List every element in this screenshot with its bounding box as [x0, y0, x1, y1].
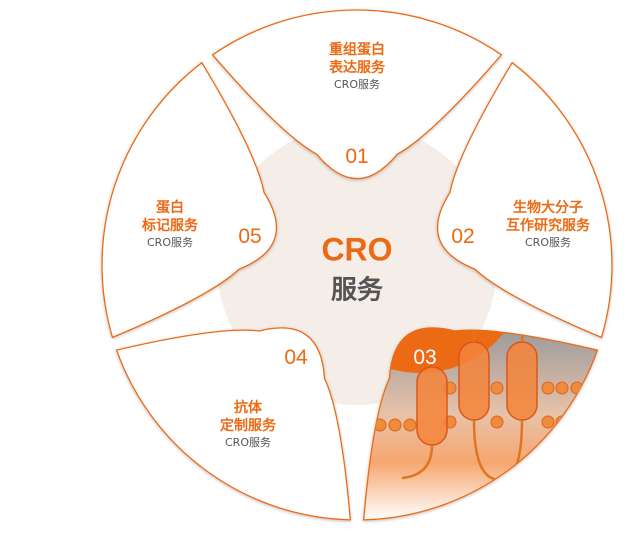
segment-04-label[interactable]: 抗体 定制服务 CRO服务 — [220, 399, 276, 451]
segment-02-subtitle: CRO服务 — [525, 236, 571, 249]
segment-04-subtitle: CRO服务 — [225, 436, 271, 449]
segment-04-title-1: 抗体 — [234, 400, 262, 416]
lipid-head — [490, 381, 504, 395]
helix — [416, 366, 448, 446]
segment-05[interactable] — [101, 61, 278, 339]
lipid-head — [388, 418, 402, 432]
lipid-head — [555, 415, 569, 429]
segment-05-label[interactable]: 蛋白 标记服务 CRO服务 — [142, 199, 198, 251]
segment-02-title-1: 生物大分子 — [513, 200, 583, 216]
segment-01-label[interactable]: 重组蛋白 表达服务 CRO服务 — [329, 41, 385, 93]
segment-02-number: 02 — [451, 225, 475, 248]
segment-01-title-1: 重组蛋白 — [329, 42, 385, 58]
segment-05-subtitle: CRO服务 — [147, 236, 193, 249]
membrane-protein-illustration — [363, 327, 584, 482]
segment-02[interactable] — [436, 61, 613, 339]
helix — [458, 341, 490, 421]
segment-01-subtitle: CRO服务 — [334, 78, 380, 91]
segment-05-title-1: 蛋白 — [156, 200, 184, 216]
segment-05-number: 05 — [238, 225, 262, 248]
center-subtitle: 服务 — [330, 275, 384, 306]
lipid-head — [403, 418, 417, 432]
lipid-head — [541, 381, 555, 395]
lipid-head — [490, 415, 504, 429]
lipid-head — [570, 381, 584, 395]
segment-01-number: 01 — [345, 145, 369, 168]
segment-01[interactable] — [211, 9, 503, 179]
segment-04-title-2: 定制服务 — [220, 418, 276, 434]
helix — [506, 341, 538, 421]
segment-05-title-2: 标记服务 — [142, 218, 198, 234]
segment-03-number: 03 — [413, 346, 437, 369]
segment-04-number: 04 — [284, 346, 308, 369]
segment-02-label[interactable]: 生物大分子 互作研究服务 CRO服务 — [506, 199, 590, 251]
center-title: CRO — [321, 231, 393, 268]
segment-01-title-2: 表达服务 — [329, 60, 385, 76]
lipid-head — [541, 415, 555, 429]
lipid-head — [555, 381, 569, 395]
segment-02-title-2: 互作研究服务 — [506, 218, 590, 234]
segment-04[interactable] — [115, 327, 352, 521]
